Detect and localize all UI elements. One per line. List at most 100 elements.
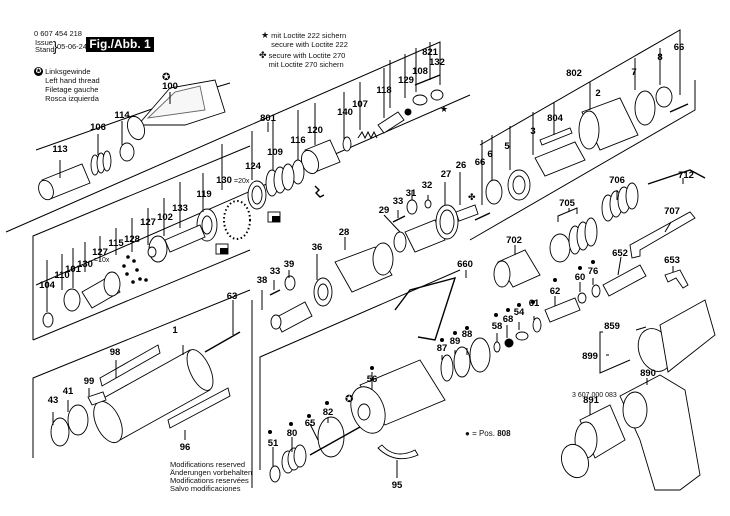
label-3: 3 — [530, 126, 535, 137]
part-101 — [81, 271, 121, 309]
pos-808-note: ● = Pos. 808 — [465, 429, 511, 438]
label-120: 120 — [307, 125, 323, 136]
part-87 — [440, 354, 454, 382]
clover-icon: ✤ — [468, 192, 476, 202]
part-108-spring — [412, 94, 428, 106]
label-109: 109 — [267, 147, 283, 158]
label-89: 89 — [450, 336, 461, 347]
part-56-motor-housing — [350, 359, 446, 434]
label-859: 859 — [604, 321, 620, 332]
label-68: 68 — [503, 314, 514, 325]
legend-line: Filetage gauche — [45, 85, 99, 94]
part-114-ring — [119, 142, 135, 162]
label-129: 129 — [398, 75, 414, 86]
part-106-spring — [90, 150, 112, 176]
left-hand-thread-legend: ✪ Linksgewinde Left hand thread Filetage… — [34, 67, 100, 103]
label-38: 38 — [257, 275, 268, 286]
label-116: 116 — [290, 135, 305, 146]
part-129-ball — [404, 108, 412, 116]
part-28-gear-housing — [334, 242, 394, 293]
label-130a-qty: =20x — [234, 178, 250, 185]
label-113: 113 — [52, 144, 67, 155]
loctite-270-legend: ✤ secure with Loctite 270 mit Loctite 27… — [259, 51, 345, 70]
part-89 — [453, 346, 471, 378]
part-3-rotor — [534, 141, 586, 177]
part-54-spring — [515, 331, 529, 341]
legend-line: Rosca izquierda — [45, 94, 99, 103]
part-653 — [664, 269, 689, 289]
label-43: 43 — [48, 395, 59, 406]
part-110-ring — [63, 288, 81, 312]
label-66a: 66 — [674, 42, 685, 53]
part-7 — [634, 90, 656, 126]
label-39: 39 — [284, 259, 295, 270]
part-33-pin-lower — [269, 289, 281, 296]
part-652 — [602, 264, 647, 297]
left-hand-thread-icon: ✪ — [345, 394, 353, 405]
label-100: 100 — [162, 81, 178, 92]
stand-label: Stand — [35, 45, 55, 54]
group-frame-104-bottom — [32, 249, 251, 341]
part-130-balls — [223, 200, 251, 240]
label-41: 41 — [63, 386, 74, 397]
document-number: 0 607 454 218 — [34, 29, 82, 38]
part-68-ball — [504, 338, 514, 348]
label-76: 76 — [588, 266, 599, 277]
label-62: 62 — [550, 286, 561, 297]
label-32: 32 — [422, 180, 433, 191]
part-36-inner — [317, 283, 329, 301]
label-124: 124 — [245, 161, 262, 172]
label-110: 110 — [54, 270, 69, 281]
label-29: 29 — [379, 205, 390, 216]
part-100-collet — [126, 79, 226, 141]
label-128: 128 — [124, 234, 140, 245]
group-frame-1 — [32, 289, 251, 458]
label-130b: 130 — [77, 259, 93, 270]
part-33-pin-upper — [392, 215, 406, 223]
label-118: 118 — [376, 85, 391, 96]
label-63: 63 — [227, 291, 238, 302]
part-51 — [269, 465, 281, 483]
part-821-rod — [414, 74, 441, 86]
part-82-oring — [317, 416, 345, 458]
label-660: 660 — [457, 259, 473, 270]
label-115: 115 — [108, 238, 124, 249]
label-98: 98 — [110, 347, 121, 358]
label-51: 51 — [268, 438, 279, 449]
part-891 — [574, 404, 626, 459]
part-58-oring — [493, 341, 501, 353]
label-66b: 66 — [475, 157, 486, 168]
modifications-note: Modifications reserved Änderungen vorbeh… — [170, 461, 252, 493]
label-130a: 130 — [216, 175, 232, 186]
part-60 — [577, 292, 587, 304]
pos-note-value: 808 — [497, 429, 511, 438]
group-frame-802-side — [469, 80, 696, 241]
part-5-inner — [512, 175, 526, 195]
part-1-housing — [93, 349, 214, 444]
left-hand-thread-icon: ✪ — [34, 67, 43, 76]
part-705-spring — [549, 217, 598, 263]
label-108: 108 — [412, 66, 428, 77]
part-61-oring — [532, 317, 542, 333]
part-8-bearing — [655, 86, 673, 108]
part-118 — [377, 111, 405, 134]
footer-line: Modifications reserved — [170, 460, 246, 469]
part-31-gear — [406, 199, 418, 215]
label-891: 891 — [583, 395, 600, 406]
label-821: 821 — [422, 47, 439, 58]
label-60: 60 — [575, 272, 586, 283]
part-660-hex-key — [394, 276, 457, 341]
label-127b: 127 — [92, 247, 108, 258]
label-132: 132 — [429, 57, 445, 68]
footer-line: Salvo modificaciones — [170, 484, 241, 493]
pos-note-text: = Pos. — [472, 429, 495, 438]
part-96-label — [167, 387, 231, 429]
part-wave-spring — [314, 185, 325, 198]
grease-tin-2-fill — [220, 248, 228, 254]
label-95: 95 — [392, 480, 403, 491]
label-705: 705 — [559, 198, 576, 209]
legend-line: Left hand thread — [45, 76, 100, 85]
label-33a: 33 — [393, 196, 404, 207]
part-707-wrench — [629, 211, 696, 259]
label-5: 5 — [504, 141, 510, 152]
